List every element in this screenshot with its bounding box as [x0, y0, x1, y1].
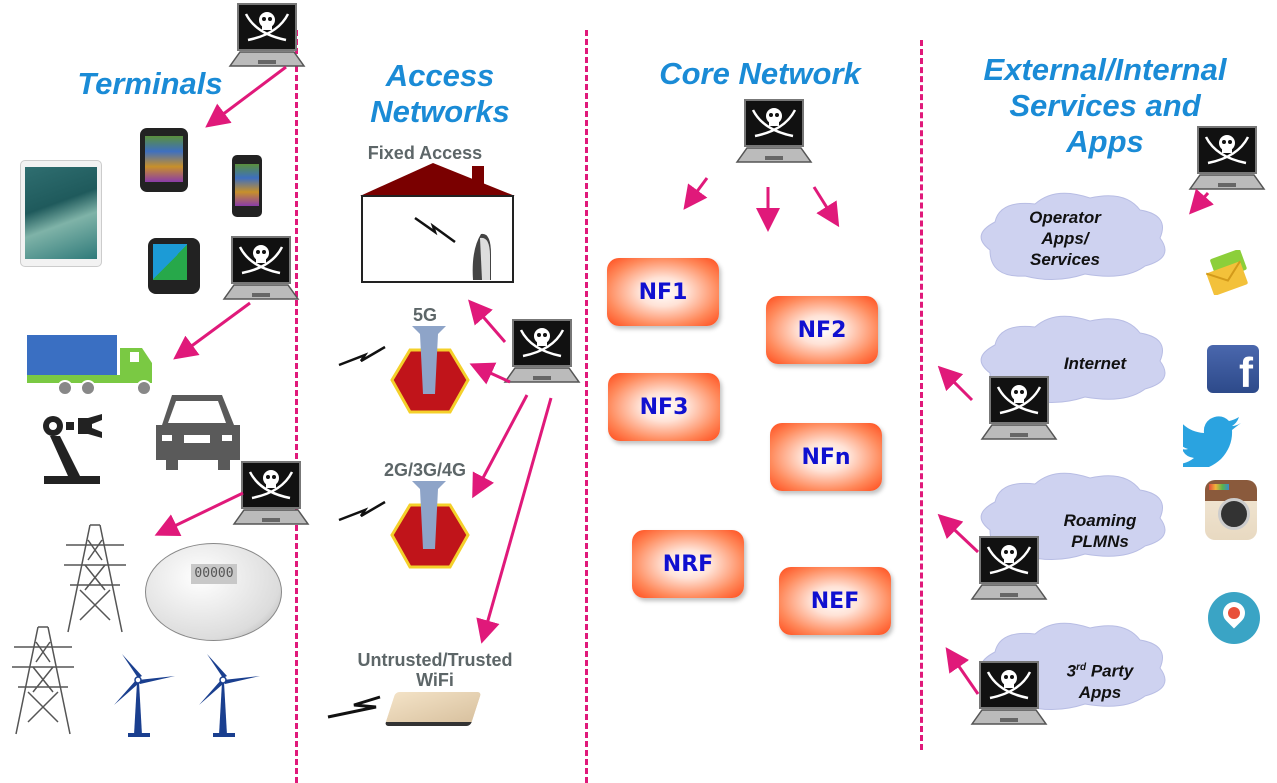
attack-arrow	[476, 397, 553, 644]
cloud-text-line: Roaming	[1063, 511, 1137, 530]
heading-services-line3: Apps	[1066, 124, 1144, 159]
label-wifi: Untrusted/Trusted WiFi	[340, 650, 530, 690]
attack-arrow	[812, 186, 840, 228]
cloud-roaming-text: Roaming PLMNs	[1045, 510, 1155, 552]
cloud-text-line: 3rd Party	[1066, 661, 1134, 681]
pirate-laptop-icon	[980, 375, 1058, 445]
pirate-laptop-icon	[735, 98, 813, 168]
signal-bolt-icon	[338, 500, 386, 522]
divider-core-services	[920, 40, 923, 750]
attack-arrow	[154, 491, 244, 536]
nf-label: NF2	[797, 317, 847, 343]
robot-arm-icon	[43, 414, 102, 484]
smart-meter-icon: 00000	[145, 543, 282, 641]
pirate-laptop-icon	[1188, 125, 1266, 195]
divider-access-core	[585, 30, 588, 783]
instagram-icon	[1205, 480, 1257, 540]
email-icon	[1205, 250, 1248, 295]
nf-label: NEF	[810, 588, 860, 614]
wind-turbine-icon	[114, 654, 175, 737]
smartphone-small-icon	[232, 155, 262, 217]
wifi-router-icon	[384, 692, 482, 726]
cloud-text-line: Apps	[1078, 682, 1122, 702]
signal-bolt-icon	[338, 345, 386, 367]
heading-terminals: Terminals	[77, 66, 223, 101]
twitter-icon	[1183, 416, 1241, 467]
house-icon	[360, 163, 515, 283]
attack-arrow	[472, 394, 529, 499]
heading-services-line2: Services and	[1009, 88, 1201, 123]
truck-icon	[27, 335, 152, 396]
cloud-text-line: Apps/	[1041, 229, 1089, 248]
nf-label: NF1	[638, 279, 688, 305]
cloud-text-line: Operator	[1029, 208, 1101, 227]
power-pylon-icon	[12, 626, 74, 735]
pirate-laptop-icon	[970, 535, 1048, 605]
pirate-laptop-icon	[228, 2, 306, 72]
nf-box: NF2	[766, 296, 878, 364]
facebook-icon: f	[1207, 345, 1259, 393]
heading-core-network: Core Network	[659, 56, 861, 91]
attack-arrow	[173, 301, 251, 360]
nf-box: NF3	[608, 373, 720, 441]
cloud-internet-text: Internet	[1040, 353, 1150, 374]
nf-box: NFn	[770, 423, 882, 491]
nf-box: NF1	[607, 258, 719, 326]
heading-access-line1: Access	[385, 58, 495, 93]
attack-arrow	[683, 177, 709, 210]
nf-label: NFn	[801, 444, 851, 470]
meter-display: 00000	[191, 564, 237, 584]
divider-terminals-access	[295, 30, 298, 783]
label-wifi-line1: Untrusted/Trusted	[357, 650, 513, 670]
signal-bolt-icon	[327, 695, 381, 719]
wind-turbine-icon	[199, 654, 260, 737]
pirate-laptop-icon	[970, 660, 1048, 730]
5g-tower-icon	[390, 326, 470, 414]
nf-label: NRF	[662, 551, 714, 577]
cloud-operator	[980, 192, 1166, 280]
attack-arrow	[468, 299, 507, 343]
pirate-laptop-icon	[232, 460, 310, 530]
nf-box: NEF	[779, 567, 891, 635]
attack-arrow	[1189, 188, 1214, 215]
cloud-third-party-text: 3rd Party Apps	[1045, 657, 1155, 703]
heading-access-line2: Networks	[370, 94, 510, 129]
car-icon	[156, 395, 240, 470]
label-fixed-access: Fixed Access	[367, 143, 483, 163]
cloud-operator-text: Operator Apps/ Services	[1000, 207, 1130, 270]
heading-services-line1: External/Internal	[983, 52, 1227, 87]
nf-box: NRF	[632, 530, 744, 598]
label-5g: 5G	[412, 305, 437, 325]
smartphone-icon	[140, 128, 188, 192]
label-wifi-line2: WiFi	[416, 670, 454, 690]
heading-access-networks: Access Networks	[330, 58, 550, 130]
cloud-text-line: Services	[1030, 250, 1100, 269]
cloud-text-line: Internet	[1063, 354, 1127, 373]
pirate-laptop-icon	[222, 235, 300, 305]
periscope-icon	[1208, 592, 1260, 644]
pirate-laptop-icon	[503, 318, 581, 388]
smartwatch-icon	[148, 238, 200, 294]
tablet-icon	[20, 160, 102, 267]
nf-label: NF3	[639, 394, 689, 420]
power-pylon-icon	[64, 524, 126, 633]
label-2g-3g-4g: 2G/3G/4G	[383, 460, 467, 480]
cloud-text-line: PLMNs	[1071, 532, 1129, 551]
heading-services: External/Internal Services and Apps	[950, 52, 1260, 160]
legacy-tower-icon	[390, 481, 470, 569]
attack-arrow	[937, 365, 974, 402]
